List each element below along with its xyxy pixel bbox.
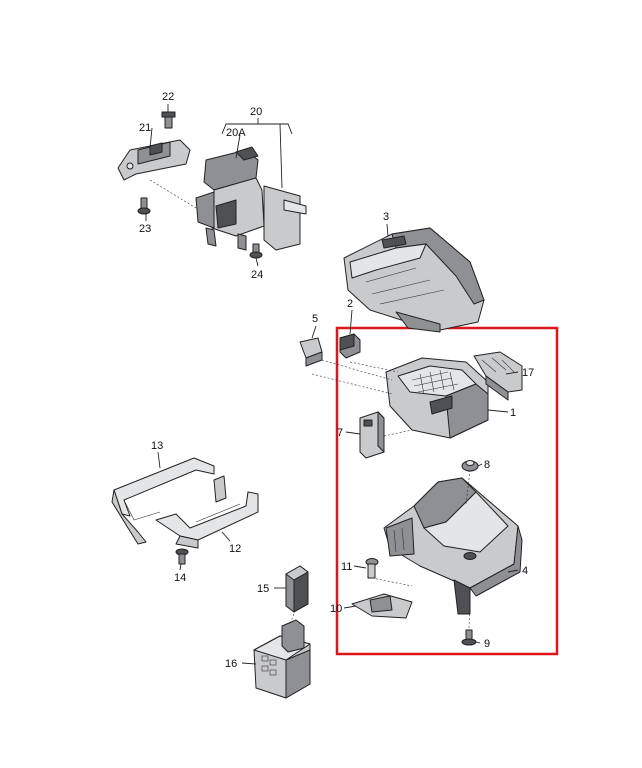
- part-labels: 20 20A 22 21 23 24 3 2 5 17 1 7 8 4 11 1…: [139, 91, 534, 670]
- label-7: 7: [337, 427, 343, 439]
- label-15: 15: [257, 583, 269, 595]
- label-1: 1: [510, 407, 516, 419]
- label-3: 3: [383, 211, 389, 223]
- part-22-screw[interactable]: [161, 111, 176, 129]
- leader-lines: [145, 104, 519, 665]
- label-11: 11: [341, 561, 352, 573]
- part-23-screw[interactable]: [137, 197, 151, 215]
- part-17-connector-strip[interactable]: [473, 351, 523, 401]
- label-21: 21: [139, 122, 151, 134]
- label-5: 5: [312, 313, 318, 325]
- label-22: 22: [162, 91, 174, 103]
- label-23: 23: [139, 223, 151, 235]
- part-16-relay-socket[interactable]: [253, 619, 311, 699]
- part-8-nut[interactable]: [461, 460, 479, 472]
- assembly-lines: [289, 359, 471, 629]
- label-14: 14: [174, 572, 186, 584]
- part-13-frame-bracket[interactable]: [111, 457, 215, 545]
- part-1-fuse-box[interactable]: [385, 357, 489, 439]
- part-5-relay[interactable]: [299, 337, 323, 367]
- label-20: 20: [250, 106, 262, 118]
- part-12-frame-bracket[interactable]: [155, 475, 259, 549]
- part-4-fuse-box-carrier[interactable]: [383, 477, 523, 615]
- label-17: 17: [522, 367, 534, 379]
- label-13: 13: [151, 440, 163, 452]
- part-7-fuse-holder[interactable]: [359, 411, 385, 459]
- part-15-relay[interactable]: [285, 565, 309, 613]
- label-4: 4: [522, 565, 528, 577]
- label-2: 2: [347, 298, 353, 310]
- label-16: 16: [225, 658, 237, 670]
- label-24: 24: [251, 269, 263, 281]
- part-21-mounting-bracket[interactable]: [117, 139, 191, 181]
- part-20-relay-carrier[interactable]: [195, 146, 307, 251]
- label-8: 8: [484, 459, 490, 471]
- label-9: 9: [484, 638, 490, 650]
- part-11-bolt[interactable]: [365, 558, 379, 579]
- label-10: 10: [330, 603, 342, 615]
- part-14-screw[interactable]: [175, 548, 189, 565]
- part-3-fuse-box-cover[interactable]: [343, 227, 485, 333]
- part-2-fuse[interactable]: [339, 333, 361, 359]
- part-10-clip[interactable]: [351, 593, 413, 619]
- part-24-screw[interactable]: [249, 243, 263, 259]
- part-9-screw[interactable]: [461, 629, 477, 646]
- label-20a: 20A: [226, 127, 246, 139]
- label-12: 12: [229, 543, 241, 555]
